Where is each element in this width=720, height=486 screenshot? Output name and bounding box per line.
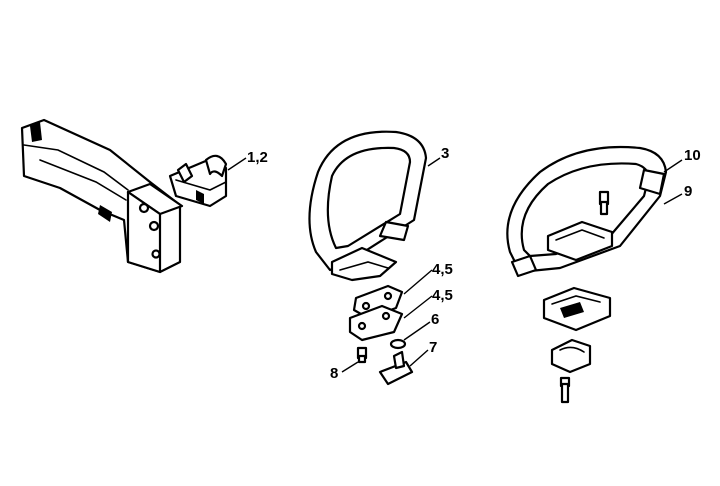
leader-4-5-b xyxy=(403,295,433,319)
callout-4-5-lower: 4,5 xyxy=(432,287,453,304)
screw-long xyxy=(559,376,571,404)
callout-9: 9 xyxy=(684,183,692,200)
handle-mount-block xyxy=(546,220,614,262)
leader-10 xyxy=(663,159,683,173)
rear-handle-housing xyxy=(20,118,184,274)
clamp-block xyxy=(542,286,612,332)
washer xyxy=(389,338,407,350)
screw-small xyxy=(356,346,368,364)
clamp-bracket xyxy=(168,154,228,208)
callout-8: 8 xyxy=(330,365,338,382)
callout-1-2: 1,2 xyxy=(247,149,268,166)
leader-7 xyxy=(409,349,429,367)
leader-8 xyxy=(341,361,359,373)
wing-knob xyxy=(378,350,414,386)
leader-6 xyxy=(403,321,431,341)
callout-6: 6 xyxy=(431,311,439,328)
saddle-piece xyxy=(550,338,592,374)
screw-top xyxy=(598,190,610,216)
leader-3 xyxy=(427,157,441,167)
callout-10: 10 xyxy=(684,147,701,164)
clamp-plate-lower xyxy=(348,304,404,342)
leader-1-2 xyxy=(227,157,247,171)
leader-4-5-a xyxy=(403,269,433,295)
callout-4-5-upper: 4,5 xyxy=(432,261,453,278)
leader-9 xyxy=(663,193,683,205)
callout-3: 3 xyxy=(441,145,449,162)
loop-handle xyxy=(308,130,428,282)
callout-7: 7 xyxy=(429,339,437,356)
